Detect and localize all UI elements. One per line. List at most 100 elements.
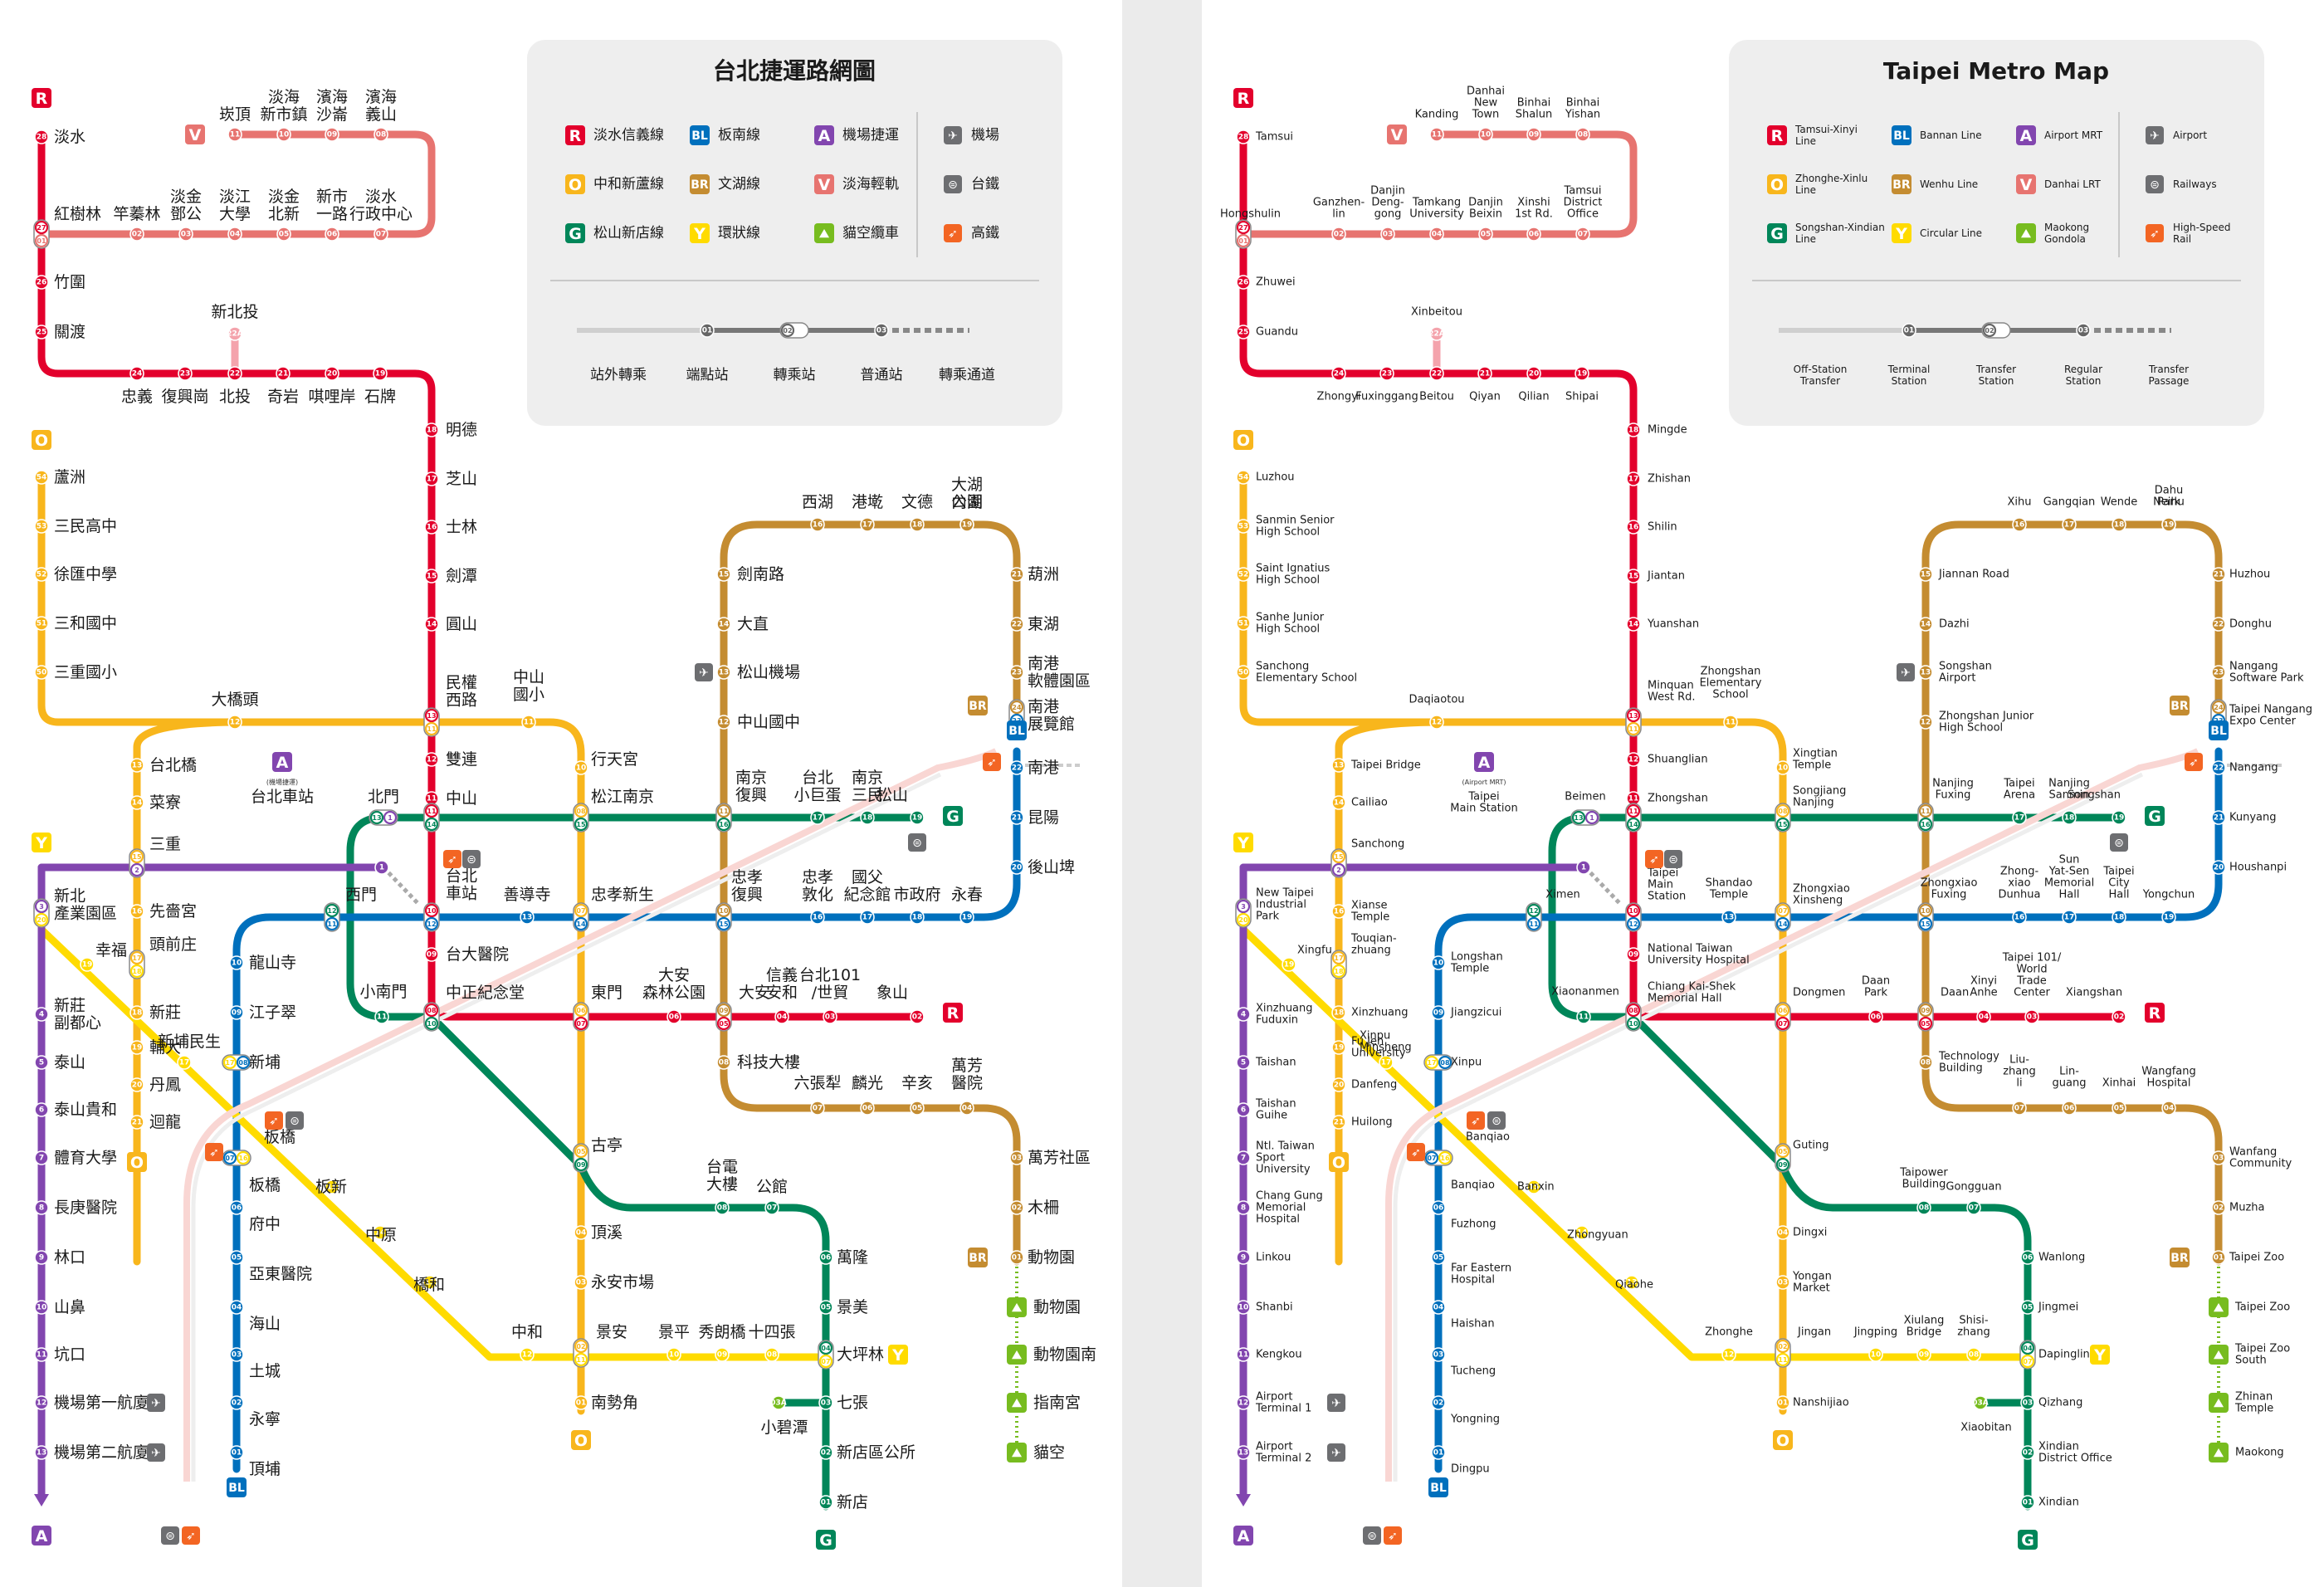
station-code: 09 bbox=[427, 951, 437, 960]
railway-icon-glyph: ⊜ bbox=[466, 853, 476, 867]
station-marker bbox=[1380, 227, 1395, 242]
station-marker bbox=[1379, 1055, 1394, 1070]
line-end-badge-Y bbox=[888, 1345, 908, 1365]
station-code: 21 bbox=[132, 1119, 143, 1127]
station-label-R06: Daan bbox=[1862, 975, 1890, 988]
station-marker bbox=[810, 910, 825, 925]
station-label-O07: 忠孝新生 bbox=[591, 886, 654, 904]
transfer-station-marker bbox=[780, 323, 795, 338]
hsr-icon bbox=[2185, 753, 2203, 771]
transfer-station-marker bbox=[424, 903, 439, 918]
station-marker bbox=[1009, 1250, 1024, 1265]
station-label-A10: 山鼻 bbox=[54, 1298, 85, 1316]
transfer-station-marker bbox=[1918, 916, 1933, 931]
station-marker bbox=[1721, 1347, 1736, 1362]
station-label-R09: University Hospital bbox=[1648, 955, 1750, 967]
line-G-path bbox=[346, 813, 921, 1511]
station-label-Y09: Bridge bbox=[1907, 1326, 1941, 1339]
station-code: 08 bbox=[719, 1059, 730, 1067]
station-code: 10 bbox=[1238, 1304, 1249, 1312]
station-code: 10 bbox=[576, 764, 587, 773]
station-code: 10 bbox=[427, 907, 437, 915]
station-marker bbox=[1331, 1005, 1346, 1020]
station-label-BL16: Zhong- bbox=[2000, 866, 2039, 878]
station-code: 18 bbox=[912, 914, 923, 922]
station-code: 03A bbox=[770, 1399, 787, 1408]
transfer-station-marker bbox=[369, 810, 384, 825]
line-badge-label: A bbox=[1238, 1527, 1250, 1545]
station-code: 09 bbox=[576, 1161, 586, 1169]
line-start-badge-BR bbox=[968, 696, 988, 715]
station-marker bbox=[34, 567, 49, 582]
station-marker bbox=[1626, 617, 1641, 632]
line-badge-label: O bbox=[35, 432, 48, 450]
hsr-icon bbox=[1384, 1526, 1402, 1545]
line-badge-label: V bbox=[189, 126, 202, 144]
station-code: 20 bbox=[37, 916, 46, 924]
station-label-G13: Beimen bbox=[1565, 791, 1605, 803]
station-marker bbox=[34, 325, 49, 339]
station-label-R10: Taipei bbox=[1647, 867, 1678, 880]
legend-badge-BR bbox=[690, 174, 710, 194]
station-code: 15 bbox=[719, 920, 729, 928]
station-label-A13: Terminal 2 bbox=[1255, 1453, 1311, 1465]
station-code: 4 bbox=[1241, 1011, 1246, 1019]
hsr-icon bbox=[205, 1143, 223, 1161]
legend-other-label: Airport bbox=[2173, 129, 2207, 141]
station-code: 23 bbox=[1382, 370, 1393, 378]
station-label-Y08: zhang bbox=[1957, 1326, 1990, 1339]
station-code: 25 bbox=[37, 329, 47, 337]
station-marker bbox=[34, 1300, 49, 1315]
station-code: 05 bbox=[1921, 1020, 1931, 1028]
station-label-A9: Linkou bbox=[1256, 1252, 1291, 1264]
station-marker bbox=[2076, 323, 2091, 338]
station-marker bbox=[2062, 810, 2077, 825]
station-label-Y09: 秀朗橋 bbox=[698, 1323, 745, 1341]
station-marker bbox=[129, 904, 144, 919]
station-label-R09: National Taiwan bbox=[1648, 943, 1733, 955]
hsr-icon-glyph: ➶ bbox=[1649, 853, 1659, 867]
station-marker bbox=[1429, 127, 1444, 142]
station-marker bbox=[1918, 665, 1933, 680]
station-label-A6: 泰山貴和 bbox=[54, 1101, 117, 1119]
line-badge-label: Y bbox=[35, 834, 47, 852]
station-label-R19: 石牌 bbox=[364, 388, 396, 406]
station-label-BL04: 海山 bbox=[249, 1315, 281, 1333]
station-label-G01: 新店 bbox=[837, 1493, 868, 1511]
station-code: 05 bbox=[2114, 1105, 2125, 1113]
station-code: 2 bbox=[1336, 867, 1341, 874]
transfer-station-marker bbox=[2020, 1354, 2035, 1369]
transfer-station-marker bbox=[34, 233, 49, 248]
station-label-R03: World bbox=[2016, 964, 2047, 976]
station-marker bbox=[1331, 795, 1346, 810]
gondola-station-icon bbox=[1007, 1297, 1027, 1317]
legend-type-label: 普通站 bbox=[861, 367, 903, 383]
station-marker bbox=[764, 1347, 779, 1362]
station-marker bbox=[520, 1347, 535, 1362]
station-label-O03: 永安市場 bbox=[591, 1273, 654, 1292]
station-code: 04 bbox=[1432, 231, 1443, 239]
station-label-BR22: 東湖 bbox=[1028, 615, 1059, 633]
line-end-badge-A bbox=[32, 1526, 51, 1545]
station-marker bbox=[1429, 326, 1444, 341]
station-label-BR15: Jiannan Road bbox=[1938, 569, 2009, 581]
station-code: 16 bbox=[1628, 524, 1639, 532]
station-label-R07: Dongmen bbox=[1793, 987, 1845, 999]
station-code: 06 bbox=[669, 1013, 680, 1022]
station-label-BL08: 新埔 bbox=[249, 1053, 281, 1072]
transfer-station-marker bbox=[1236, 220, 1251, 235]
gondola-station-icon bbox=[2209, 1443, 2229, 1462]
hsr-icon bbox=[265, 1111, 283, 1130]
transfer-station-marker bbox=[424, 721, 439, 736]
station-code: 14 bbox=[1921, 621, 1931, 629]
airport-icon bbox=[1327, 1394, 1345, 1412]
station-marker bbox=[1575, 127, 1590, 142]
station-marker bbox=[34, 1200, 49, 1215]
station-label-K3: 指南宮 bbox=[1033, 1394, 1081, 1412]
transfer-station-marker bbox=[716, 803, 731, 818]
line-badge-A bbox=[1474, 752, 1494, 772]
station-label-BL19: Yongchun bbox=[2142, 889, 2195, 901]
station-label-R22: 北投 bbox=[219, 388, 251, 406]
station-label-BL18: City bbox=[2108, 877, 2130, 890]
station-marker bbox=[34, 519, 49, 534]
